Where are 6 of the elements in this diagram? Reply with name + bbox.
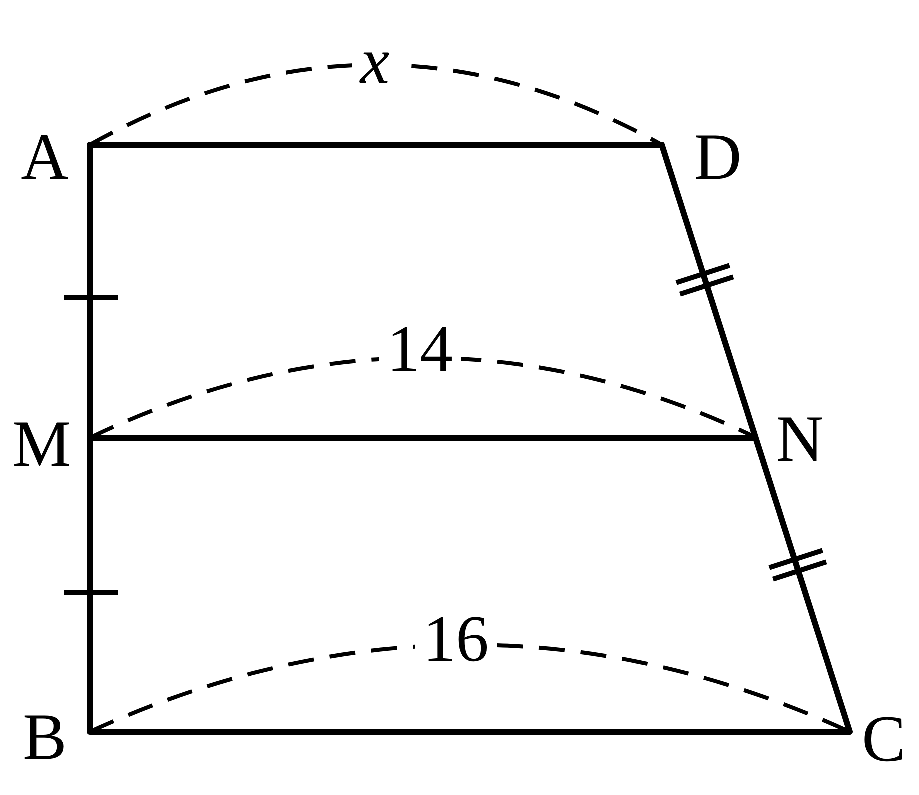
vertex-label: M (12, 412, 72, 478)
vertex-label: A (21, 125, 69, 191)
vertex-label: B (22, 705, 68, 771)
vertex-label: N (776, 407, 824, 473)
vertex-label: C (862, 707, 906, 773)
vertex-label: D (694, 125, 742, 191)
